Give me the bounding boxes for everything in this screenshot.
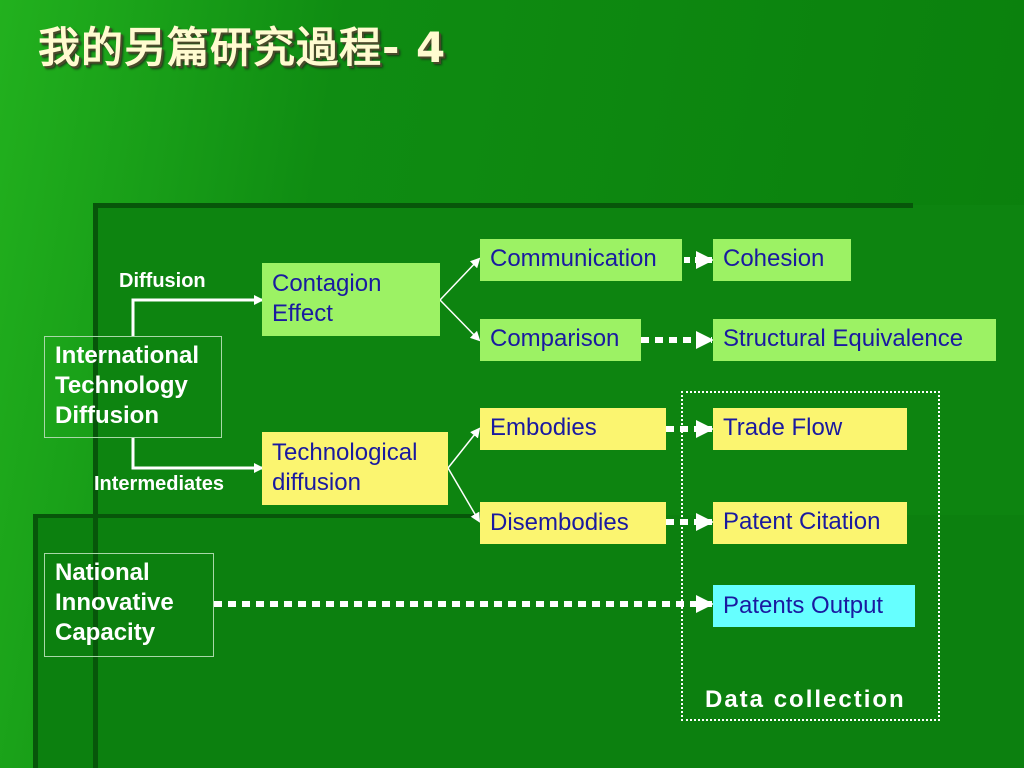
- background-panel-lower: [35, 515, 1024, 768]
- embodies-node: Embodies: [480, 408, 666, 450]
- slide-title: 我的另篇研究過程- 4: [38, 23, 447, 72]
- contagion-to-comparison: [439, 299, 481, 342]
- communication-node: Communication: [480, 239, 682, 281]
- node-text: Technology: [55, 372, 188, 399]
- node-text: International: [55, 342, 200, 369]
- node-text: diffusion: [272, 469, 361, 496]
- data-collection-label: Data collection: [705, 686, 906, 713]
- node-text: Technological: [272, 439, 418, 466]
- intermediates-connector: [131, 438, 264, 473]
- node-text: National: [55, 559, 150, 586]
- comparison-node: Comparison: [480, 319, 641, 361]
- diffusion-connector: [131, 295, 264, 336]
- patent-citation-node: Patent Citation: [713, 502, 907, 544]
- decorative-stripe: [33, 515, 38, 768]
- national-innovative-capacity-node: National Innovative Capacity: [44, 553, 214, 657]
- patents-output-node: Patents Output: [713, 585, 915, 627]
- node-text: Contagion: [272, 270, 382, 297]
- decorative-stripe: [33, 514, 533, 518]
- node-text: Innovative: [55, 589, 174, 616]
- contagion-to-communication: [439, 257, 481, 301]
- cohesion-node: Cohesion: [713, 239, 851, 281]
- intermediates-label: Intermediates: [94, 473, 225, 495]
- decorative-stripe: [93, 203, 913, 208]
- techdiff-to-disembodies: [447, 467, 481, 523]
- node-text: Diffusion: [55, 402, 159, 429]
- node-text: Capacity: [55, 619, 156, 646]
- node-text: Effect: [272, 300, 333, 327]
- trade-flow-node: Trade Flow: [713, 408, 907, 450]
- techdiff-to-embodies: [447, 427, 481, 469]
- decorative-stripe: [93, 205, 98, 768]
- contagion-effect-node: Contagion Effect: [262, 263, 440, 336]
- disembodies-node: Disembodies: [480, 502, 666, 544]
- international-technology-diffusion-node: International Technology Diffusion: [44, 336, 222, 438]
- data-collection-frame: [681, 391, 940, 721]
- structural-equivalence-node: Structural Equivalence: [713, 319, 996, 361]
- diffusion-label: Diffusion: [119, 270, 206, 292]
- technological-diffusion-node: Technological diffusion: [262, 432, 448, 505]
